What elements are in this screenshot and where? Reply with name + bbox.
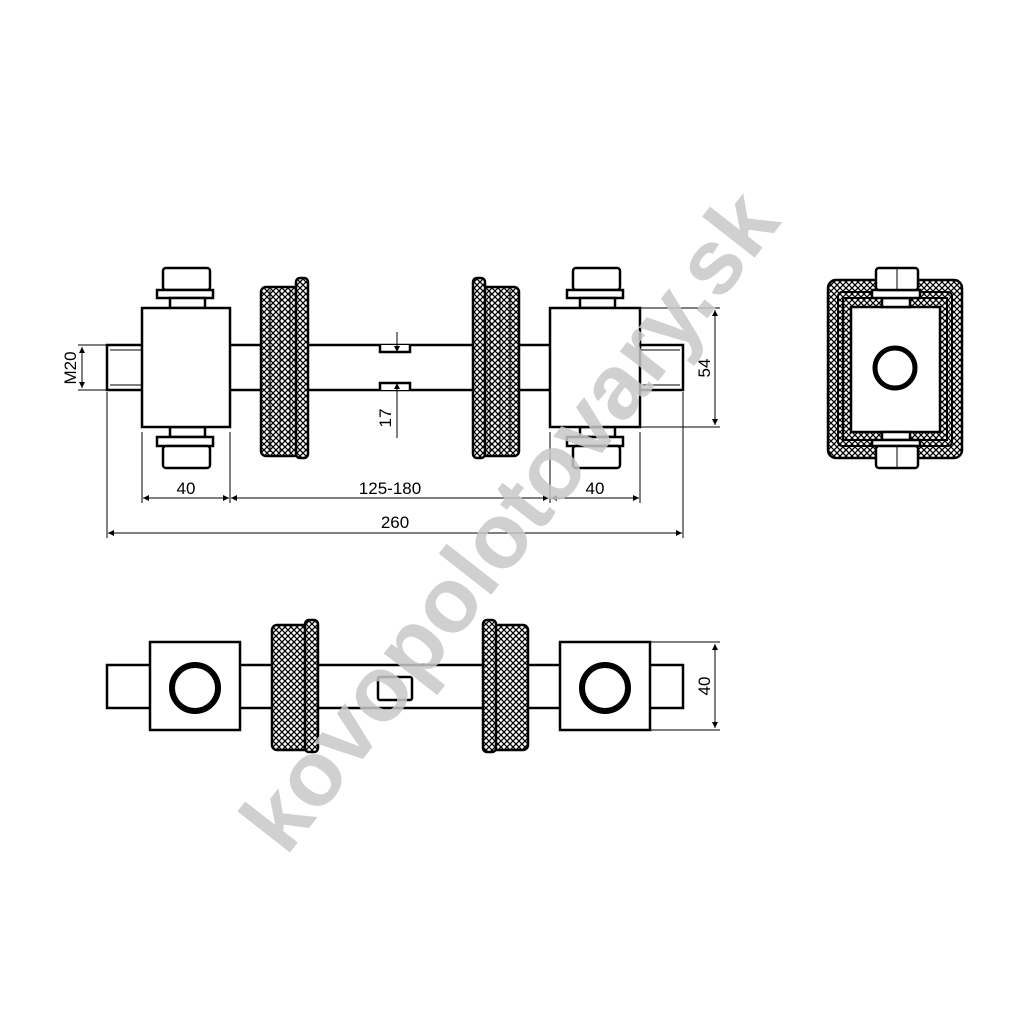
dim-block-height: 54 (695, 359, 714, 378)
right-bolt-bottom (565, 425, 625, 470)
square-hole (376, 675, 414, 702)
dimension-lines (78, 307, 720, 538)
right-bolt-top (565, 266, 625, 310)
dim-notch: 17 (376, 409, 395, 428)
watermark: kovopolotovary.sk (221, 171, 798, 870)
top-view: 40 (105, 618, 720, 754)
dim-span: 125-180 (359, 479, 421, 498)
left-bolt-bottom (155, 425, 215, 470)
dim-thread: M20 (61, 351, 80, 384)
dim-block-width-right: 40 (586, 479, 605, 498)
left-clamp-block (140, 306, 232, 429)
dim-block-width-left: 40 (177, 479, 196, 498)
right-clamp-block (548, 306, 642, 429)
left-rubber-discs (259, 276, 310, 460)
left-bolt-top (155, 266, 215, 310)
right-rubber-discs (471, 276, 521, 460)
front-view: M20 17 54 40 125-180 40 260 (61, 266, 720, 538)
end-view (826, 266, 964, 470)
dim-total-length: 260 (381, 513, 409, 532)
dim-side-height: 40 (695, 677, 714, 696)
shaft-ring (872, 345, 918, 391)
